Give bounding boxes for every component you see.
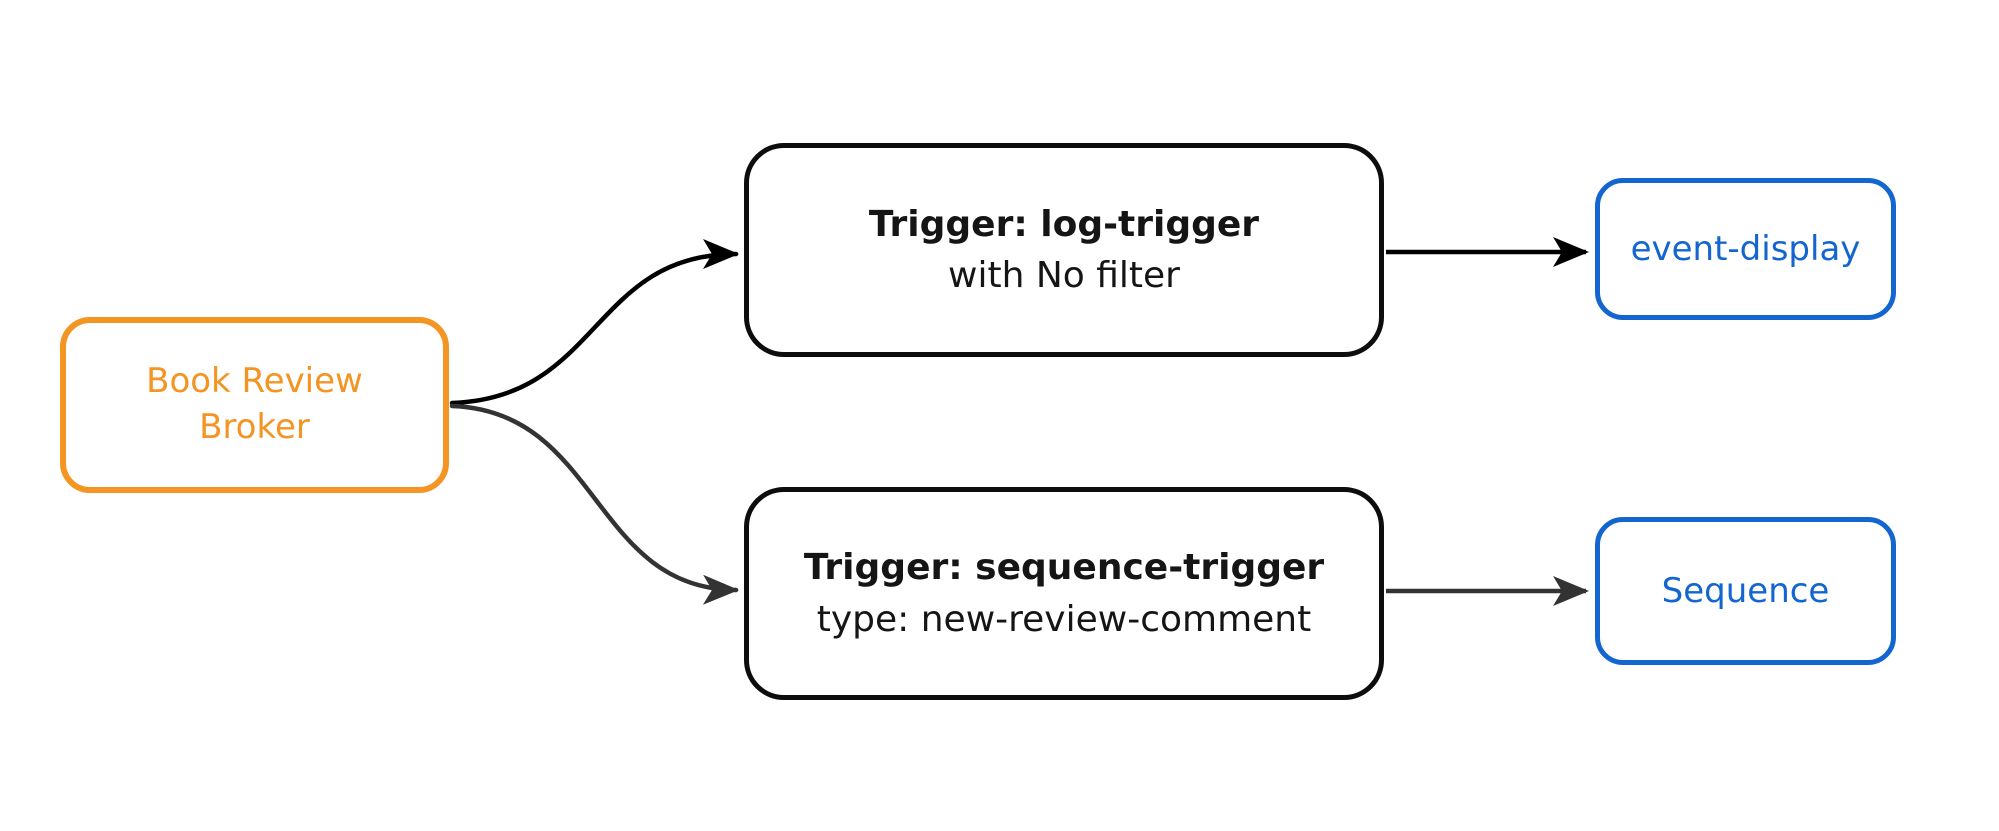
node-label: Sequence bbox=[1661, 571, 1830, 611]
node-sequence-trigger: Trigger: sequence-trigger type: new-revi… bbox=[744, 487, 1384, 700]
node-subtitle: type: new-review-comment bbox=[816, 598, 1312, 640]
node-label: event-display bbox=[1630, 229, 1861, 269]
node-event-display: event-display bbox=[1595, 178, 1896, 320]
node-title: Trigger: log-trigger bbox=[868, 203, 1260, 245]
node-title: Trigger: sequence-trigger bbox=[803, 547, 1325, 589]
node-label-line: Broker bbox=[199, 407, 310, 447]
node-subtitle: with No filter bbox=[948, 255, 1180, 296]
node-log-trigger: Trigger: log-trigger with No filter bbox=[744, 143, 1384, 357]
node-sequence: Sequence bbox=[1595, 517, 1896, 665]
node-book-review-broker: Book Review Broker bbox=[60, 317, 449, 493]
edge-broker-to-log-trigger bbox=[449, 239, 739, 406]
node-label-line: Book Review bbox=[146, 361, 363, 402]
edge-broker-to-sequence-trigger bbox=[449, 403, 739, 605]
